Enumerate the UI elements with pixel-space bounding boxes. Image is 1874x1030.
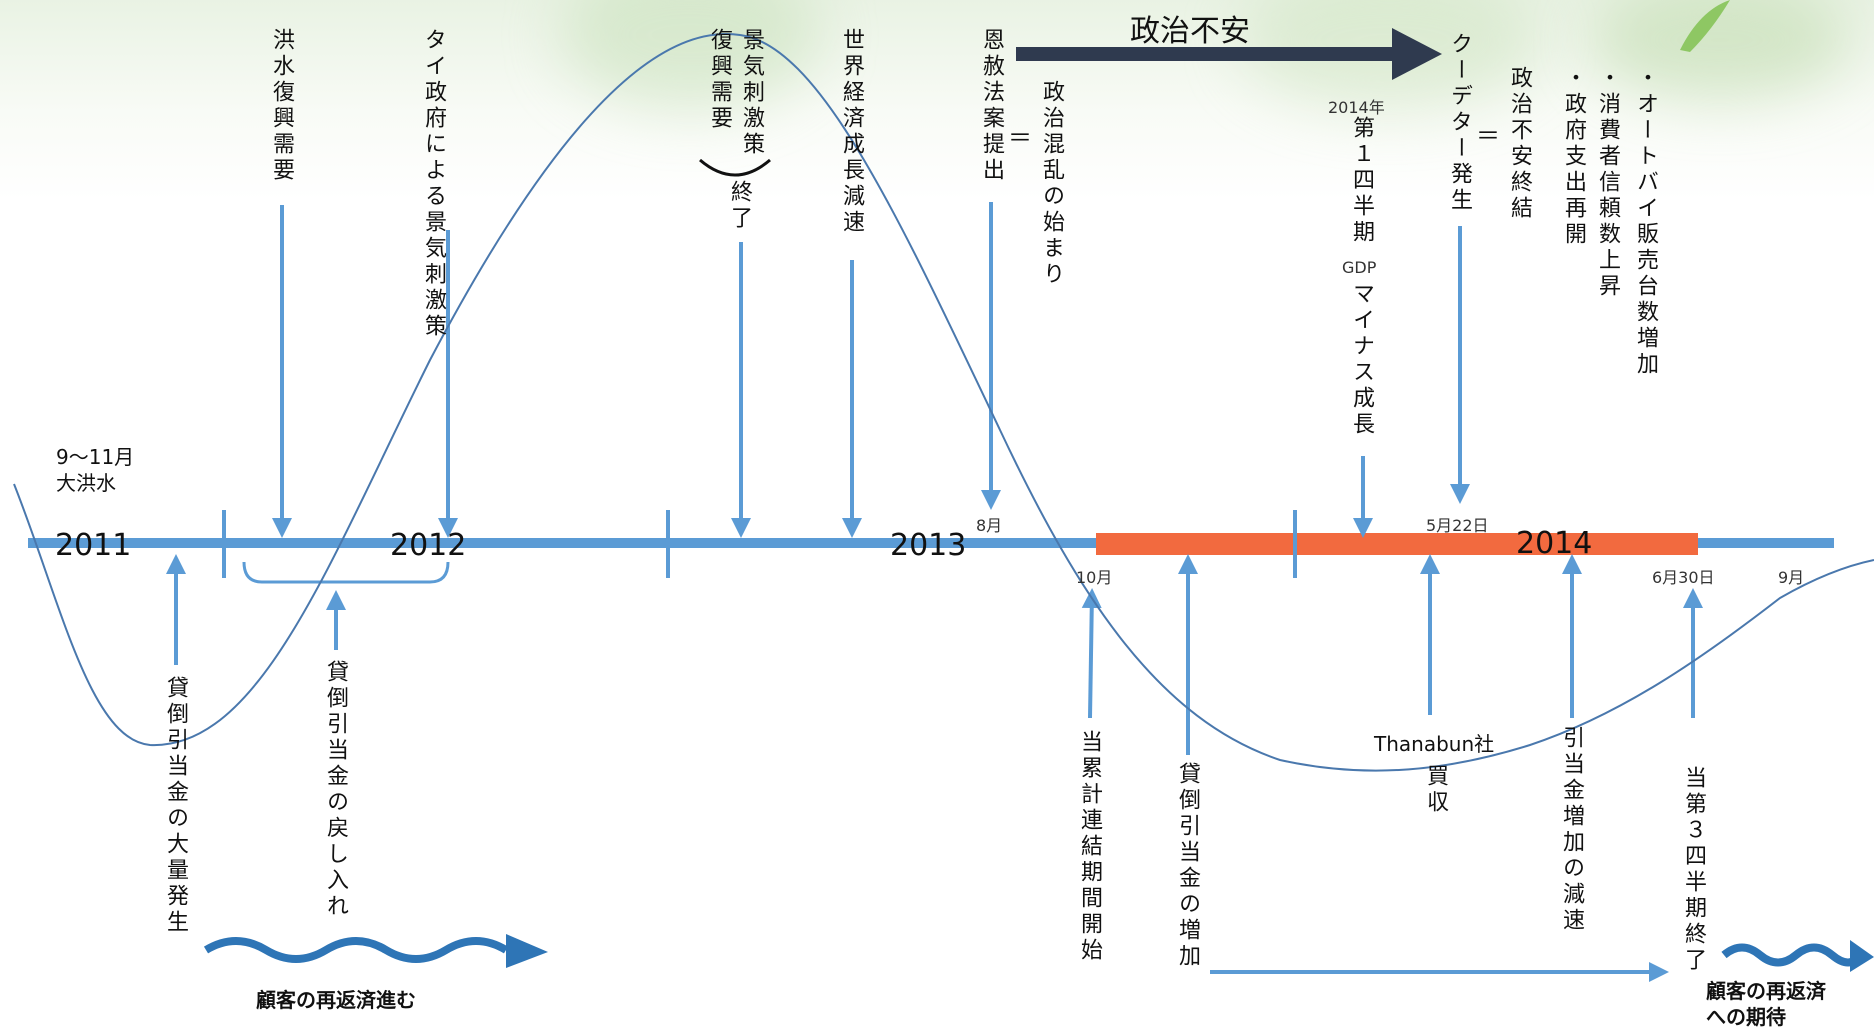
highlight-period-bar (1096, 533, 1698, 555)
date-label: 8月 (976, 516, 1003, 535)
equals-sign: ＝ (1476, 122, 1500, 150)
event-label-q1: 第１四半期 (1349, 116, 1374, 246)
year-2014: 2014 (1516, 526, 1593, 561)
title-arrow-shaft (1016, 47, 1396, 61)
footer-repayment-hope: 顧客の再返済 への期待 (1706, 979, 1826, 1029)
wave-arrow-head (1850, 940, 1874, 972)
event-label-thai-stimulus: タイ政府による景気刺激策 (421, 28, 446, 340)
year-2012: 2012 (390, 528, 467, 563)
event-label-flood-demand: 洪水復興需要 (269, 28, 294, 184)
event-label-cumulative-start: 当累計連結期間開始 (1077, 730, 1102, 964)
title-label: 政治不安 (1130, 14, 1250, 49)
event-label-increase: 貸倒引当金の増加 (1175, 762, 1200, 970)
timeline-axis (28, 538, 1834, 548)
event-label-stimulus: 景気刺激策 (739, 28, 764, 158)
event-label-q3-end: 当第３四半期終了 (1681, 766, 1706, 974)
date-label: 5月22日 (1426, 516, 1489, 535)
event-label-slowdown: 引当金増加の減速 (1559, 726, 1584, 934)
title-arrow-head (1392, 28, 1442, 80)
event-label-reversal: 貸倒引当金の戻し入れ (323, 660, 348, 920)
bullet-item: ・オートバイ販売台数増加 (1633, 66, 1658, 378)
footer-repayment-progress: 顧客の再返済進む (256, 988, 416, 1012)
year-2013: 2013 (890, 528, 967, 563)
background-wash (0, 0, 1874, 200)
period-bracket (242, 561, 450, 584)
event-label-world-growth: 世界経済成長減速 (839, 28, 864, 236)
event-label-political-end: 政治不安終結 (1507, 66, 1532, 222)
event-label-bad-debt-large: 貸倒引当金の大量発生 (163, 676, 188, 936)
wave-arrow-head (506, 934, 548, 968)
flood-annotation: 9〜11月 大洪水 (56, 445, 135, 495)
equals-sign: ＝ (1008, 124, 1032, 152)
event-label-coup: クーデター発生 (1447, 32, 1472, 214)
background-blob (1590, 0, 1850, 100)
event-label-recovery-demand: 復興需要 (707, 28, 732, 132)
year-2011: 2011 (55, 528, 132, 563)
event-arrow (1081, 588, 1102, 719)
event-label-negative-growth: マイナス成長 (1349, 282, 1374, 438)
date-label: 9月 (1778, 568, 1805, 587)
leaf-decoration (1680, 0, 1730, 52)
parenthesis (699, 158, 771, 177)
gdp-label: GDP (1342, 258, 1377, 277)
date-label: 6月30日 (1652, 568, 1715, 587)
trend-curve (13, 32, 1874, 772)
event-label-amnesty: 恩赦法案提出 (979, 28, 1004, 184)
bullet-item: ・消費者信頼数上昇 (1595, 66, 1620, 300)
q1-year-label: 2014年 (1328, 98, 1385, 117)
thanabun-label: Thanabun社 (1374, 732, 1495, 756)
wave-arrow (203, 937, 509, 963)
event-label-ended: 終了 (727, 180, 752, 232)
bullet-item: ・政府支出再開 (1561, 66, 1586, 248)
date-label: 10月 (1076, 568, 1113, 587)
wave-arrow (1721, 943, 1864, 967)
event-label-political-chaos: 政治混乱の始まり (1039, 80, 1064, 288)
event-label-acquisition: 買収 (1423, 764, 1448, 816)
